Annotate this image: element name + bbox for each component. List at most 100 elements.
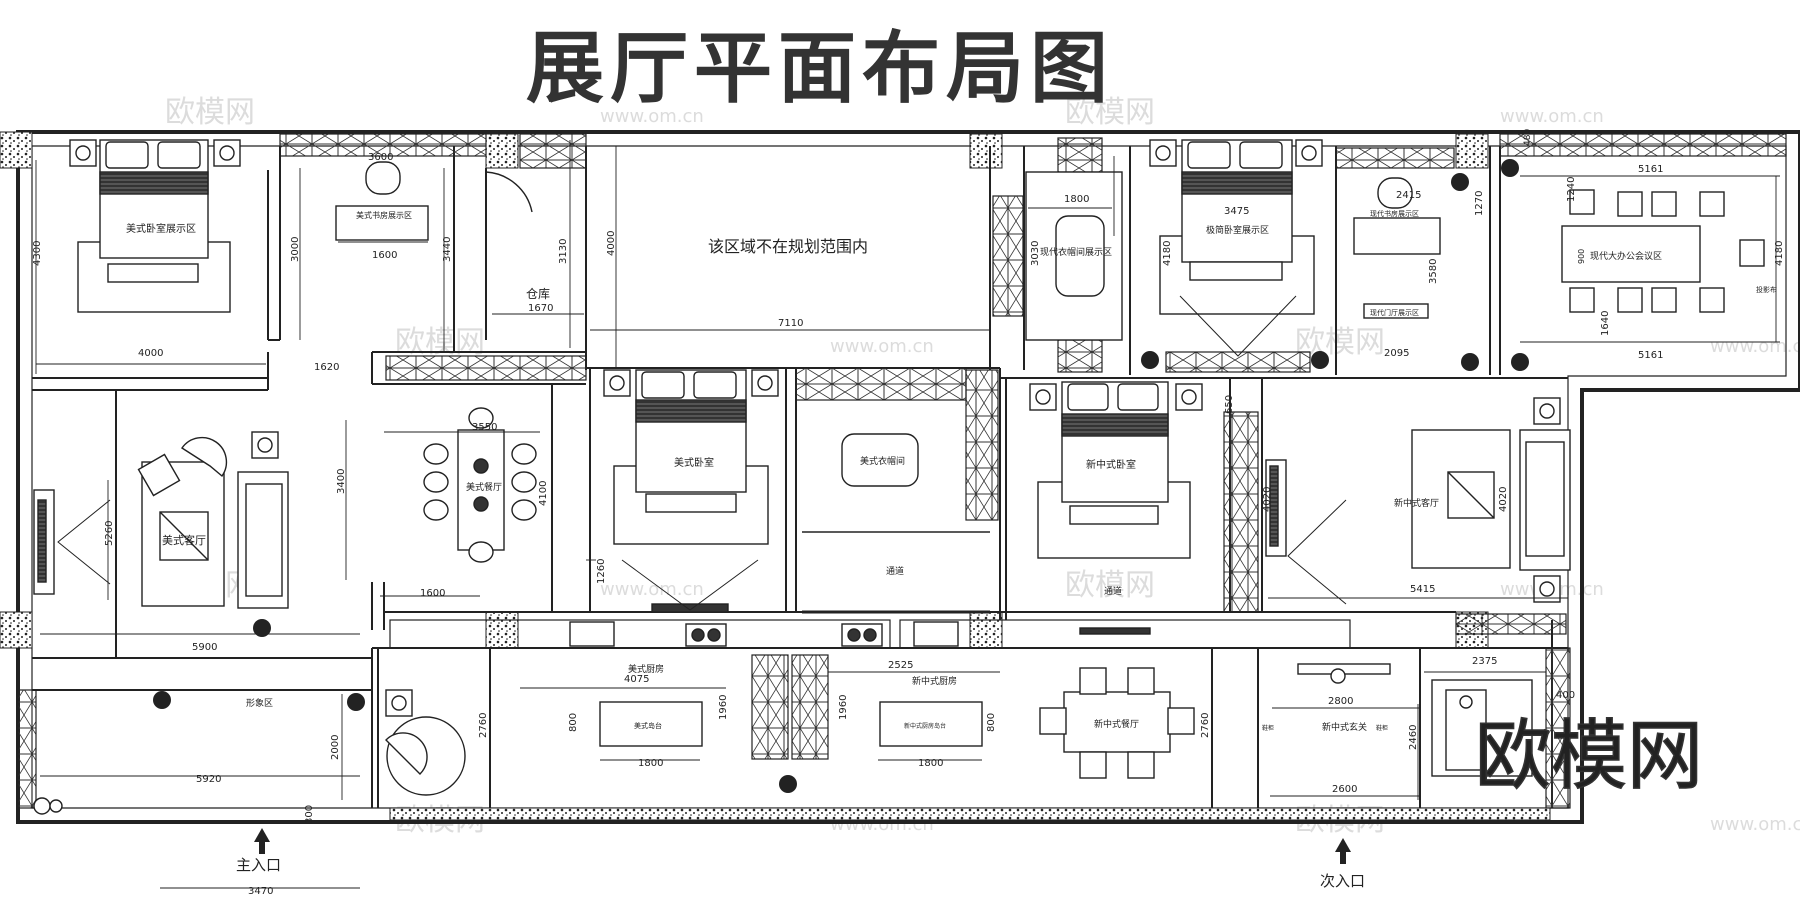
dim-label: 3440 [442,237,453,262]
watermark-logo: 欧模网 [1065,95,1155,130]
dim-label: 3130 [558,239,569,264]
dim-label: 900 [1577,249,1586,264]
brand-logo: 欧模网 [1475,711,1703,800]
dim-label: 5900 [192,642,217,653]
electrical-symbols [153,159,1529,793]
glass-facade [389,807,1551,821]
dimension-labels: 4300 4000 1620 3000 3600 1600 3440 3130 … [32,129,1785,897]
dim-label: 2525 [888,660,913,671]
room-label-us-dining: 美式餐厅 [466,481,502,493]
dim-label: 1600 [372,250,397,261]
dim-label: 5920 [196,774,221,785]
room-label-warehouse: 仓库 [526,286,550,301]
dim-label: 3000 [290,237,301,262]
dim-label: 800 [568,713,579,732]
room-label-office-meeting: 现代大办公会议区 [1590,250,1662,262]
dim-label: 4000 [138,348,163,359]
dim-label: 2415 [1396,190,1421,201]
dim-label: 1960 [838,695,849,720]
watermark-site: www.om.cn [600,579,704,600]
room-label-image-area: 形象区 [246,697,273,709]
room-label-us-island: 美式岛台 [634,721,662,730]
dimension-lines [35,140,1780,889]
room-label-modern-closet: 现代衣帽间展示区 [1040,246,1112,258]
dim-label: 480 [1523,129,1533,146]
arrow-up-icon [1340,850,1346,864]
watermarks: 欧模网 www.om.cn 欧模网 www.om.cn 欧模网 www.om.c… [165,95,1800,838]
arrow-up-icon [254,828,270,842]
dim-label: 3400 [336,469,347,494]
room-labels: 美式卧室展示区 美式书房展示区 仓库 该区域不在规划范围内 现代衣帽间展示区 极… [126,209,1777,890]
watermark-site: www.om.cn [1710,336,1800,357]
plan-title: 展厅平面布局图 [525,24,1114,114]
dim-label: 3600 [368,152,393,163]
dim-label: 7110 [778,318,803,329]
dim-label: 4000 [606,231,617,256]
dim-label: 5161 [1638,164,1663,175]
room-label-projector: 投影布 [1756,285,1777,294]
dim-label: 2760 [478,713,489,738]
watermark-logo: 欧模网 [1065,568,1155,603]
dim-label: 800 [986,713,997,732]
secondary-entrance-label: 次入口 [1320,872,1365,890]
dim-label: 3580 [1428,259,1439,284]
room-label-nc-foyer: 新中式玄关 [1322,721,1367,733]
dim-label: 2000 [330,735,341,760]
dim-label: 4180 [1774,241,1785,266]
bed-icon [1149,139,1323,315]
dim-label: 2600 [1332,784,1357,795]
room-label-nc-kitchen: 新中式厨房 [912,675,957,687]
dim-label: 1670 [528,303,553,314]
dim-label: 1640 [1600,311,1611,336]
room-label-us-kitchen: 美式厨房 [628,663,664,675]
dim-label: 3475 [1224,206,1249,217]
bed-icon [1029,381,1203,559]
room-label-us-master-display: 美式卧室展示区 [126,222,196,235]
watermark-site: www.om.cn [830,336,934,357]
room-label-passage: 通道 [1104,585,1122,597]
room-label-us-closet: 美式衣帽间 [860,455,905,467]
watermark-site: www.om.cn [1710,814,1800,835]
dim-label: 5161 [1638,350,1663,361]
dim-label: 2460 [1408,725,1419,750]
dim-label: 1600 [420,588,445,599]
dim-label: 650 [1224,395,1235,414]
bed-icon [69,139,241,313]
dim-label: 1240 [1566,177,1577,202]
room-label-us-study: 美式书房展示区 [356,210,412,220]
built-in-cabinets [17,133,1787,809]
room-label-cabinet: 鞋柜 [1376,724,1388,732]
dim-label: 4300 [32,241,43,266]
dim-label: 4020 [1498,487,1509,512]
room-label-out-of-scope: 该区域不在规划范围内 [708,237,868,256]
watermark-logo: 欧模网 [395,325,485,360]
room-label-minimal-bedroom: 极简卧室展示区 [1206,224,1269,236]
dim-label: 4180 [1162,241,1173,266]
room-label-nc-living: 新中式客厅 [1394,497,1439,509]
watermark-site: www.om.cn [1500,106,1604,127]
dim-label: 3470 [248,886,273,897]
bed-icon [603,369,779,545]
dim-label: 4100 [538,481,549,506]
view-lines [57,295,1347,611]
watermark-logo: 欧模网 [165,95,255,130]
room-label-modern-study: 现代书房展示区 [1370,209,1419,218]
entrance-arrows [254,828,1351,864]
dim-label: 400 [1556,690,1575,701]
dim-label: 5260 [104,521,115,546]
room-label-cabinet: 鞋柜 [1262,724,1274,732]
dim-label: 3030 [1030,241,1041,266]
arrow-up-icon [1335,838,1351,852]
room-label-modern-hall: 现代门厅展示区 [1370,308,1419,317]
furniture [33,139,1765,815]
dim-label: 2375 [1472,656,1497,667]
room-label-us-living: 美式客厅 [162,533,206,547]
dim-label: 2800 [1328,696,1353,707]
watermark-site: www.om.cn [600,106,704,127]
dim-label: 1260 [596,559,607,584]
dim-label: 2760 [1200,713,1211,738]
dim-label: 1270 [1474,191,1485,216]
dim-label: 2095 [1384,348,1409,359]
room-label-passage: 通道 [886,565,904,577]
